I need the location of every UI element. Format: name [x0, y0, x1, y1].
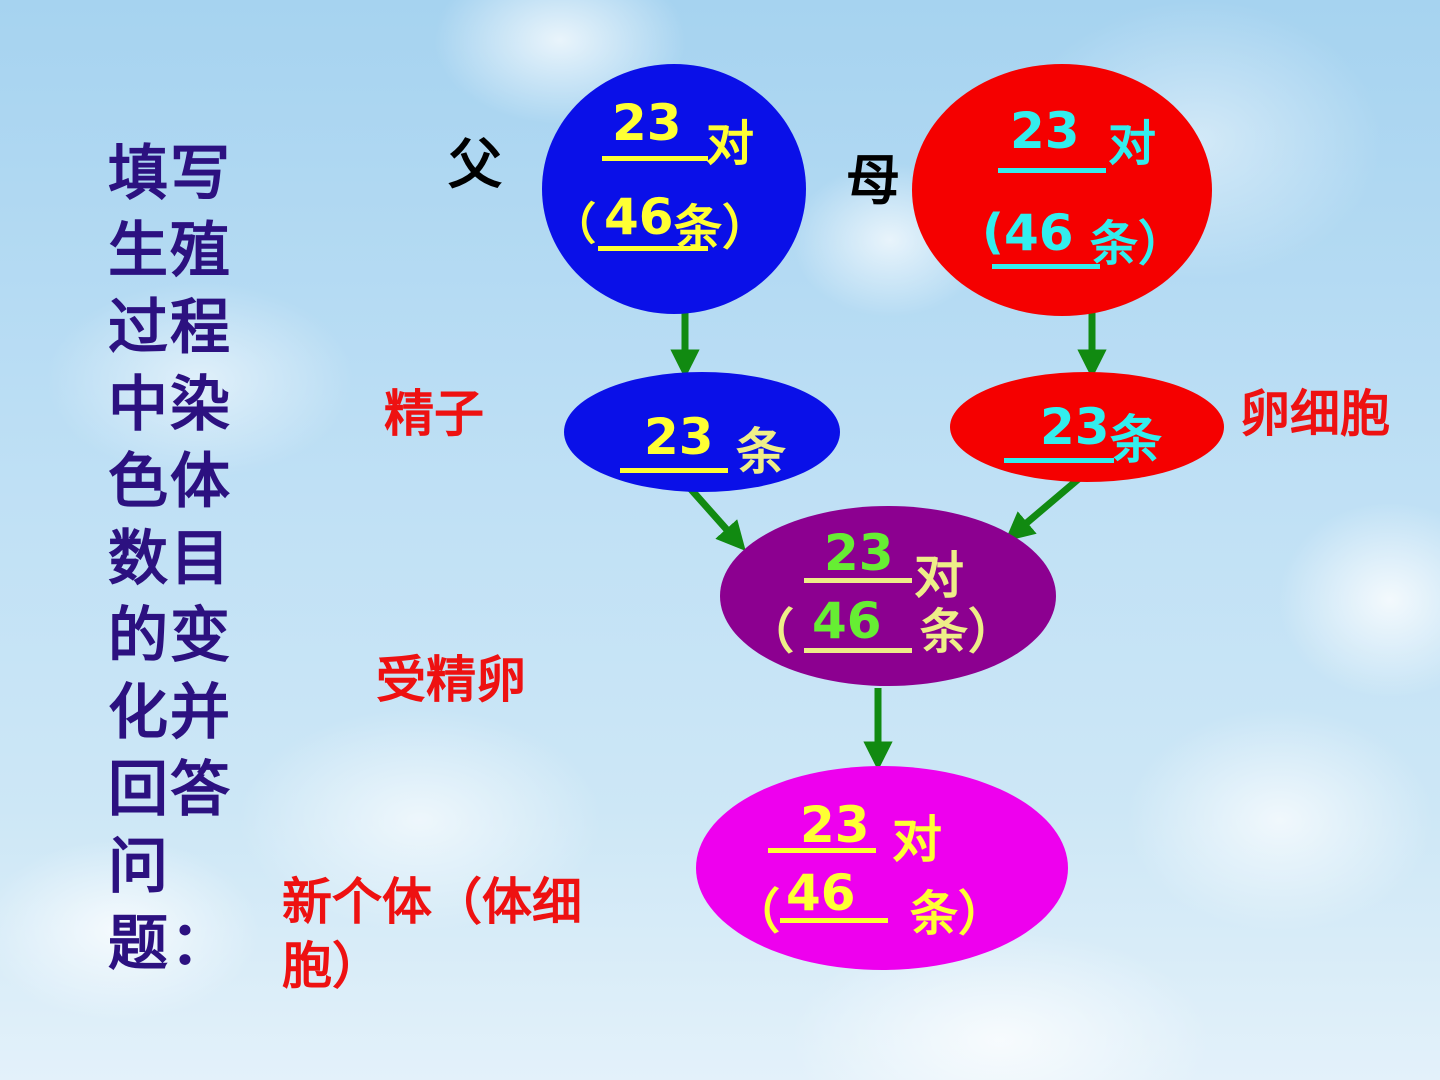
- zygote-pairs-value: 23: [824, 524, 894, 582]
- zygote-paren-open: （: [746, 604, 795, 660]
- zygote-pairs-underline: [804, 578, 912, 583]
- new-pairs-unit: 对: [892, 811, 942, 869]
- egg-count-unit: 条: [1110, 411, 1163, 471]
- new-count-underline: [780, 918, 888, 923]
- zygote-count-unit: 条）: [920, 604, 1017, 660]
- arrow-sperm-to-zygote: [685, 483, 746, 551]
- sperm-count-underline: [620, 468, 728, 473]
- father-count-value: 46: [604, 188, 674, 246]
- father-paren-open: （: [552, 199, 596, 250]
- mother-count-value: 46: [1004, 204, 1074, 262]
- page-title: 填写生殖过程中染色体数目的变化并回答问题：: [108, 139, 232, 979]
- father-label: 父: [448, 133, 502, 196]
- new-count-value: 46: [786, 864, 856, 922]
- mother-pairs-underline: [998, 168, 1106, 173]
- arrow-egg-to-zygote: [1004, 473, 1085, 542]
- new-paren-open: （: [732, 884, 781, 940]
- mother-cell: 23 对 ( 46 条）: [912, 64, 1212, 316]
- father-count-unit: 条）: [674, 200, 771, 256]
- mother-label: 母: [846, 149, 900, 212]
- father-count-underline: [598, 246, 708, 251]
- father-pairs-unit: 对: [706, 116, 755, 172]
- egg-label: 卵细胞: [1240, 385, 1390, 443]
- new-pairs-value: 23: [800, 796, 870, 854]
- sperm-cell: 23 条: [564, 372, 840, 492]
- zygote-count-underline: [804, 648, 912, 653]
- egg-cell: 23 条: [950, 372, 1224, 482]
- new-count-unit: 条）: [910, 886, 1007, 942]
- zygote-label: 受精卵: [376, 651, 526, 709]
- mother-pairs-value: 23: [1010, 102, 1080, 160]
- father-pairs-value: 23: [612, 94, 682, 152]
- egg-count-value: 23: [1040, 398, 1110, 456]
- sperm-count-unit: 条: [736, 423, 786, 481]
- father-pairs-underline: [602, 156, 708, 161]
- mother-count-unit: 条）: [1090, 216, 1187, 272]
- sperm-label: 精子: [384, 385, 484, 443]
- new-individual-label: 新个体（体细胞）: [282, 873, 582, 995]
- sperm-count-value: 23: [644, 408, 714, 466]
- mother-paren-open: (: [982, 204, 1004, 260]
- zygote-count-value: 46: [812, 592, 882, 650]
- new-individual-cell: 23 对 （ 46 条）: [696, 766, 1068, 970]
- egg-count-underline: [1004, 458, 1114, 463]
- new-pairs-underline: [768, 848, 876, 853]
- mother-count-underline: [992, 264, 1100, 269]
- zygote-cell: 23 对 （ 46 条）: [720, 506, 1056, 686]
- mother-pairs-unit: 对: [1108, 116, 1157, 172]
- zygote-pairs-unit: 对: [914, 547, 964, 605]
- father-cell: 23 对 （ 46 条）: [542, 64, 806, 314]
